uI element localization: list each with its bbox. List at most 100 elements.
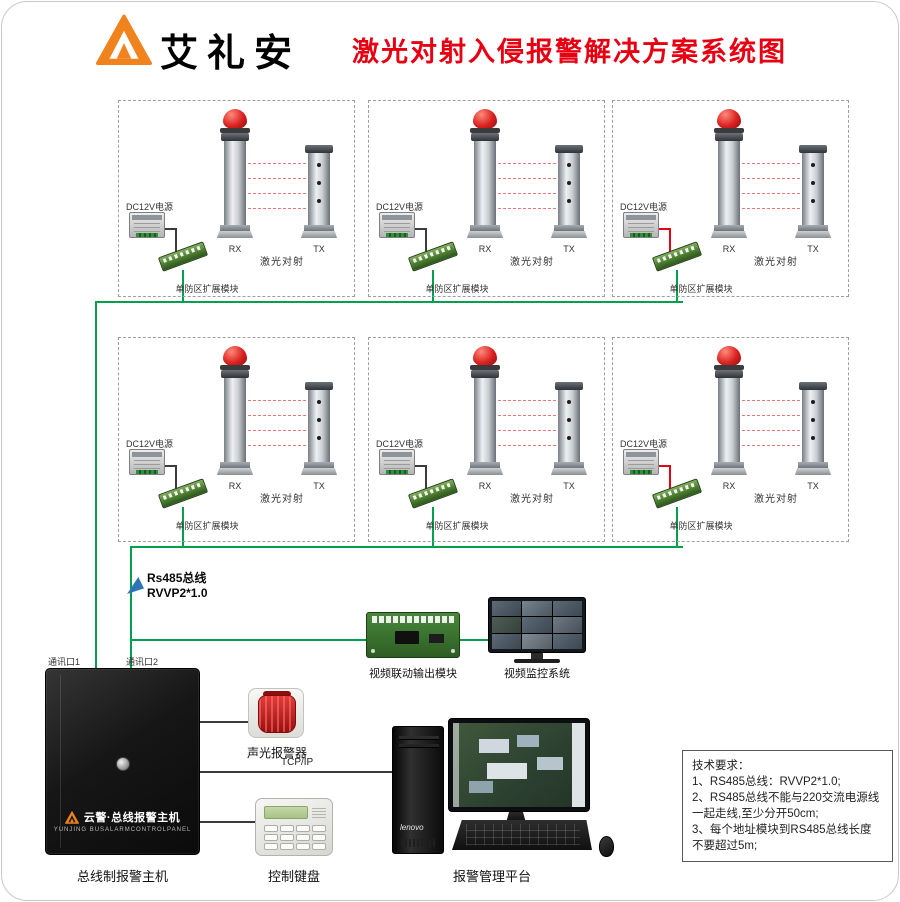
control-keypad-icon	[255, 798, 333, 856]
alarm-beacon-icon	[223, 109, 247, 129]
module-terminal-pins	[162, 481, 204, 500]
tower-cap	[305, 145, 333, 153]
requirement-item: 2、RS485总线不能与220交流电源线一起走线,至少分开50cm;	[692, 792, 880, 820]
alarm-beacon-icon	[473, 109, 497, 129]
zone1-bus-stub	[182, 270, 184, 303]
cctv-thumbnail	[492, 633, 522, 649]
tower-base	[217, 468, 253, 475]
laser-lens	[317, 163, 321, 167]
tower-column	[558, 153, 580, 225]
tower-column	[718, 378, 740, 462]
key	[296, 843, 310, 850]
requirements-title: 技术要求：	[692, 760, 750, 772]
laser-beam	[742, 163, 800, 164]
rs485-bus-label: Rs485总线 RVVP2*1.0	[147, 571, 208, 601]
laser-lens	[567, 163, 571, 167]
laser-lens	[567, 181, 571, 185]
laser-lens	[317, 400, 321, 404]
keypad-keys	[264, 825, 326, 850]
key	[280, 825, 294, 832]
zone3-bus-stub	[676, 270, 678, 303]
rs485-bus-row1	[95, 301, 683, 303]
siren-cap	[263, 691, 291, 697]
board-screw	[371, 649, 375, 653]
power-to-module-wire	[165, 465, 177, 467]
map-building	[479, 739, 509, 753]
laser-zone-6: DC12V电源 单防区扩展模块 RX TX 激光对射	[612, 337, 849, 542]
alarm-beacon-icon	[473, 346, 497, 366]
laser-beam	[248, 415, 306, 416]
laser-rx-tower-icon	[465, 109, 505, 241]
tower-base	[795, 468, 831, 475]
tower-foot	[714, 462, 744, 468]
cctv-thumbnail	[492, 617, 522, 633]
zone2-bus-stub	[432, 270, 434, 303]
psu-top-strip	[382, 452, 412, 457]
laser-beam	[248, 178, 306, 179]
psu-terminals	[630, 233, 652, 237]
dc12v-power-label: DC12V电源	[376, 202, 424, 212]
tower-foot	[554, 462, 584, 468]
zone-expander-module-icon	[157, 478, 209, 509]
laser-beams	[742, 400, 800, 448]
rs485-bus-row2	[130, 546, 683, 548]
beacon-base	[714, 128, 744, 133]
tower-column	[474, 378, 496, 462]
bus-pointer-icon	[127, 577, 144, 594]
key	[264, 825, 278, 832]
tower-base	[301, 468, 337, 475]
rx-label: RX	[228, 481, 242, 491]
tower-foot	[220, 462, 250, 468]
laser-pair-label: 激光对射	[260, 494, 304, 505]
laser-lens	[567, 418, 571, 422]
laser-beam	[498, 178, 556, 179]
laser-beams	[248, 163, 306, 211]
power-to-module-wire	[659, 465, 671, 467]
tower-foot	[554, 225, 584, 231]
siren-wire	[200, 721, 250, 723]
tower-base	[467, 468, 503, 475]
key	[312, 825, 326, 832]
laser-beam	[498, 430, 556, 431]
rx-label: RX	[722, 481, 736, 491]
dc12v-power-supply-icon	[129, 449, 165, 475]
cctv-caption: 视频监控系统	[504, 668, 570, 680]
alarm-beacon-icon	[223, 346, 247, 366]
beacon-base	[470, 365, 500, 370]
board-terminals	[372, 616, 456, 623]
zone-expander-label: 单防区扩展模块	[425, 521, 489, 531]
cctv-thumbnail	[492, 601, 522, 617]
beacon-base	[220, 365, 250, 370]
laser-lens	[567, 199, 571, 203]
laser-pair-label: 激光对射	[754, 494, 798, 505]
pc-tower-icon: lenovo	[392, 726, 444, 854]
diagram-title: 激光对射入侵报警解决方案系统图	[352, 37, 787, 67]
cctv-thumbnail	[552, 633, 582, 649]
tower-foot	[304, 225, 334, 231]
psu-top-strip	[132, 215, 162, 220]
dc12v-power-supply-icon	[379, 212, 415, 238]
tower-vent	[401, 839, 437, 847]
zone-expander-label: 单防区扩展模块	[175, 284, 239, 294]
laser-rx-tower-icon	[709, 346, 749, 478]
tower-column	[558, 390, 580, 462]
rx-label: RX	[478, 244, 492, 254]
map-building	[537, 757, 563, 770]
comm-port-1-label: 通讯口1	[48, 657, 81, 667]
laser-zone-5: DC12V电源 单防区扩展模块 RX TX 激光对射	[368, 337, 605, 542]
zone4-bus-stub	[182, 507, 184, 548]
module-terminal-pins	[656, 244, 698, 263]
alarm-beacon-icon	[717, 109, 741, 129]
psu-top-strip	[382, 215, 412, 220]
video-link-wire	[130, 639, 500, 641]
laser-lens	[567, 436, 571, 440]
tower-column	[224, 378, 246, 462]
board-chip	[429, 634, 444, 643]
tower-foot	[798, 462, 828, 468]
laser-rx-tower-icon	[215, 346, 255, 478]
rx-label: RX	[228, 244, 242, 254]
laser-beam	[248, 430, 306, 431]
rx-label: RX	[722, 244, 736, 254]
alarm-beacon-icon	[717, 346, 741, 366]
power-to-module-wire	[175, 228, 177, 252]
